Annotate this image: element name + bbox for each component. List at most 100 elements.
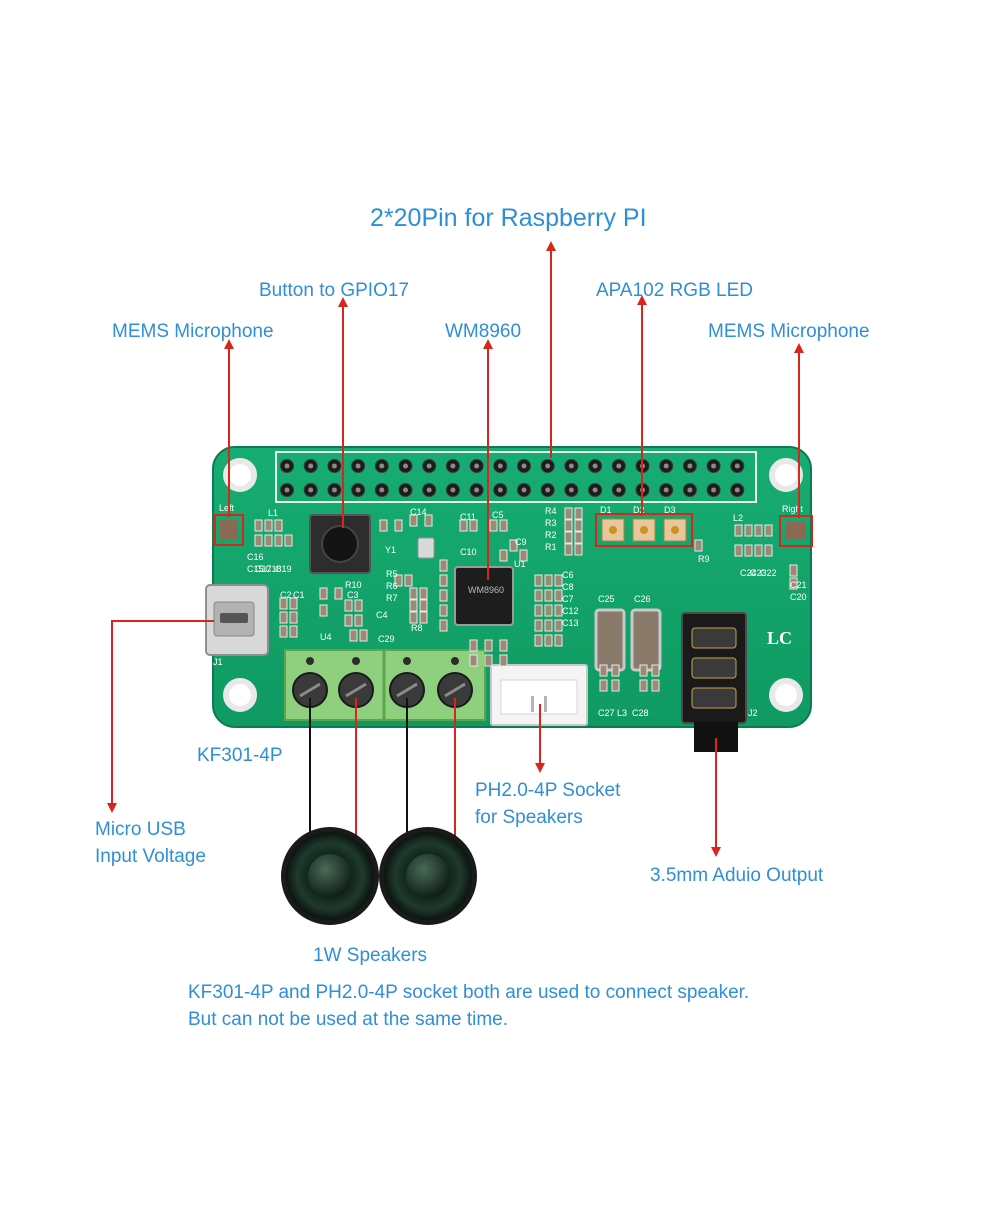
smd-part	[379, 519, 388, 532]
silk-ref: U4	[320, 632, 332, 642]
label-usb-line2: Input Voltage	[95, 846, 206, 867]
smd-part	[484, 654, 493, 667]
codec-chip	[454, 566, 514, 626]
header-pin-core	[545, 463, 551, 469]
header-pin-core	[284, 463, 290, 469]
smd-part	[544, 589, 553, 602]
header-pin-core	[474, 463, 480, 469]
silk-ref: C18	[265, 564, 282, 574]
smd-part	[409, 599, 418, 612]
smd-part	[419, 599, 428, 612]
smd-part	[554, 604, 563, 617]
smd-part	[754, 524, 763, 537]
header-pin-core	[308, 463, 314, 469]
header-pin-core	[568, 463, 574, 469]
left-mic-body	[220, 520, 238, 540]
smd-part	[274, 534, 283, 547]
smd-part	[544, 604, 553, 617]
header-pin-core	[734, 463, 740, 469]
smd-part	[394, 574, 403, 587]
smd-part	[744, 544, 753, 557]
smd-part	[599, 664, 608, 677]
usage-note-line1: KF301-4P and PH2.0-4P socket both are us…	[188, 982, 750, 1003]
smd-part	[789, 577, 798, 590]
smd-part	[574, 519, 583, 532]
silk-ref: C7	[562, 594, 574, 604]
smd-part	[789, 564, 798, 577]
terminal-screw-slot	[444, 682, 466, 698]
smd-part	[554, 634, 563, 647]
silk-ref: R5	[386, 569, 398, 579]
smd-part	[439, 574, 448, 587]
silk-ref: C14	[410, 507, 427, 517]
header-pin-core	[616, 487, 622, 493]
smd-part	[499, 549, 508, 562]
smd-part	[469, 654, 478, 667]
silk-ref: C5	[492, 510, 504, 520]
speaker-left	[281, 827, 379, 925]
smd-part	[279, 611, 288, 624]
silk-left: Left	[219, 503, 235, 513]
silk-ref: R4	[545, 506, 557, 516]
label-mic-left: MEMS Microphone	[112, 321, 274, 342]
header-pin-core	[663, 487, 669, 493]
smd-part	[469, 519, 478, 532]
smd-part	[554, 619, 563, 632]
hat-board: Left Right WM8960	[205, 446, 813, 752]
label-terminal: KF301-4P	[197, 745, 283, 766]
smd-part	[639, 679, 648, 692]
smd-part	[651, 679, 660, 692]
smd-part	[764, 544, 773, 557]
smd-part	[534, 574, 543, 587]
smd-part	[459, 519, 468, 532]
terminal-screw-hole	[352, 657, 360, 665]
header-pin-core	[521, 463, 527, 469]
silk-ref: C27	[598, 708, 615, 718]
smd-part	[554, 589, 563, 602]
smd-part	[354, 614, 363, 627]
silk-ref: C25	[598, 594, 615, 604]
silk-ref: C11	[460, 512, 476, 522]
silk-ref: C19	[275, 564, 292, 574]
silk-ref: C4	[376, 610, 388, 620]
smd-part	[254, 534, 263, 547]
smd-part	[734, 524, 743, 537]
silk-ref: R10	[345, 580, 362, 590]
silk-ref: R9	[698, 554, 710, 564]
header-pin-core	[687, 487, 693, 493]
silk-ref: C8	[562, 582, 574, 592]
silk-ref: C6	[562, 570, 574, 580]
smd-part	[744, 524, 753, 537]
smd-part	[651, 664, 660, 677]
label-usb: Micro USB Input Voltage	[95, 816, 206, 870]
header-pin-core	[379, 463, 385, 469]
header-pin-core	[426, 487, 432, 493]
silk-ref: C17	[255, 564, 272, 574]
smd-part	[439, 559, 448, 572]
button-cap	[321, 525, 359, 563]
smd-part	[289, 611, 298, 624]
header-pin-core	[308, 487, 314, 493]
silk-ref: R6	[386, 581, 398, 591]
smd-part	[394, 519, 403, 532]
smd-part	[519, 549, 528, 562]
arrow-usb	[107, 620, 214, 813]
smd-part	[564, 531, 573, 544]
header-pin-core	[284, 487, 290, 493]
smd-part	[534, 619, 543, 632]
smd-part	[499, 654, 508, 667]
silk-ref: C21	[790, 580, 807, 590]
smd-part	[544, 619, 553, 632]
smd-part	[499, 519, 508, 532]
smd-part	[509, 539, 518, 552]
silk-ref: R2	[545, 530, 557, 540]
header-pin-core	[426, 463, 432, 469]
silk-brand: LC	[767, 628, 792, 648]
crystal	[417, 537, 435, 559]
smd-part	[754, 544, 763, 557]
smd-part	[544, 634, 553, 647]
smd-part	[639, 664, 648, 677]
silk-ref: C29	[378, 634, 395, 644]
silk-ref: C23	[750, 568, 767, 578]
label-speakers: 1W Speakers	[313, 945, 428, 966]
